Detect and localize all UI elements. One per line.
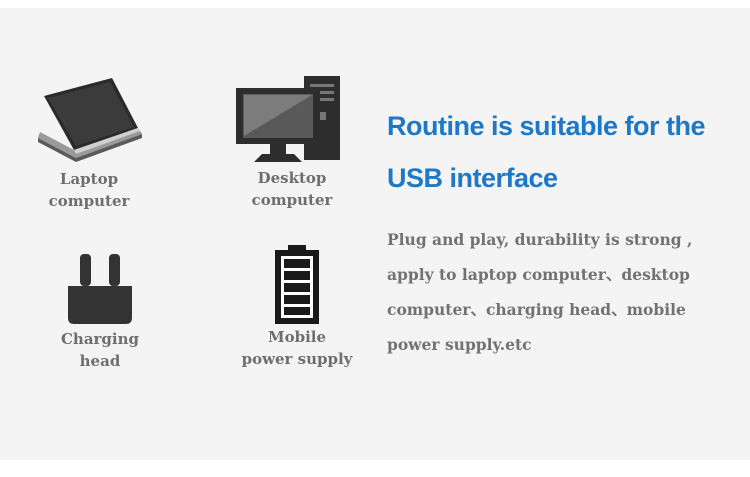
- desktop-computer-icon: [236, 76, 340, 162]
- laptop-icon: [38, 78, 142, 162]
- desktop-label: Desktop computer: [251, 169, 333, 209]
- battery-label: Mobile power supply: [241, 328, 353, 368]
- battery-icon: [275, 245, 319, 324]
- description-line-3: computer、charging head、mobile: [387, 300, 686, 319]
- description: Plug and play, durability is strong , ap…: [387, 222, 749, 362]
- description-line-4: power supply.etc: [387, 335, 532, 354]
- headline-line-1: Routine is suitable for the: [387, 111, 706, 141]
- headline-line-2: USB interface: [387, 163, 558, 193]
- device-laptop: Laptop computer: [34, 76, 144, 212]
- description-line-1: Plug and play, durability is strong ,: [387, 230, 693, 249]
- headline: Routine is suitable for the USB interfac…: [387, 100, 706, 204]
- content-panel: [0, 8, 750, 460]
- charger-label: Charging head: [60, 330, 140, 370]
- charging-plug-icon: [68, 254, 132, 324]
- device-charger: Charging head: [50, 252, 150, 372]
- device-battery: Mobile power supply: [224, 244, 370, 370]
- device-desktop: Desktop computer: [232, 72, 352, 211]
- laptop-label: Laptop computer: [48, 170, 130, 210]
- description-line-2: apply to laptop computer、desktop: [387, 265, 690, 284]
